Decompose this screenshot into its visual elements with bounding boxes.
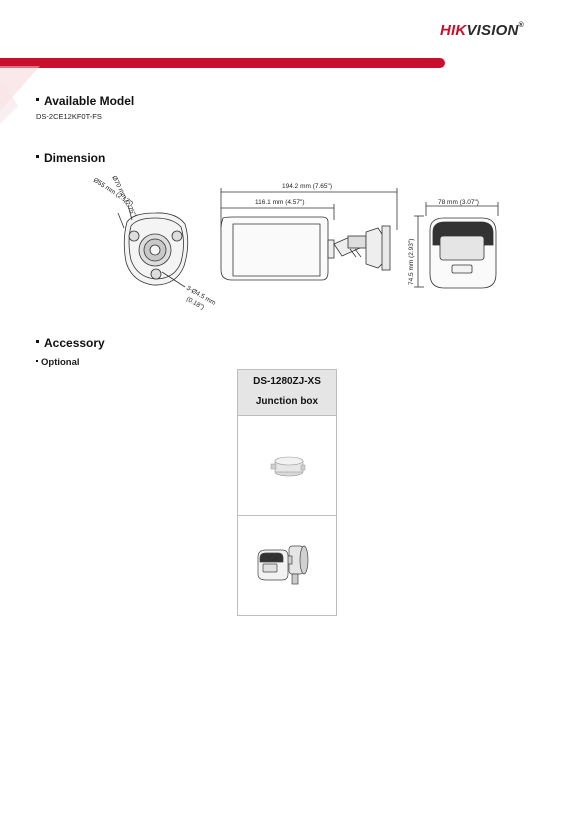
hikvision-logo: HIKVISION® <box>440 22 524 39</box>
model-code: DS-2CE12KF0T-FS <box>36 112 102 121</box>
width-label: 78 mm (3.07") <box>438 199 479 206</box>
camera-rear-view <box>414 202 499 289</box>
accessory-title: Accessory <box>36 336 105 350</box>
available-model-title: Available Model <box>36 94 134 108</box>
optional-label: Optional <box>36 357 80 368</box>
accessory-name: Junction box <box>255 396 319 407</box>
camera-front-view <box>117 204 189 288</box>
camera-on-junction-box-icon <box>257 545 309 585</box>
height-label: 74.5 mm (2.93") <box>408 239 415 285</box>
accessory-header: DS-1280ZJ-XS Junction box <box>238 370 336 416</box>
accessory-image-cell <box>238 416 336 516</box>
junction-box-icon <box>270 456 306 477</box>
dimension-drawing: Ø70 mm (2.75") Ø55 mm (2.17") 3-Ø4.5 mm … <box>92 175 499 311</box>
header-red-band <box>0 58 445 68</box>
header-decoration <box>0 66 40 124</box>
body-length-label: 116.1 mm (4.57") <box>255 199 305 206</box>
accessory-model: DS-1280ZJ-XS <box>253 376 321 387</box>
dimension-title: Dimension <box>36 151 105 165</box>
accessory-mounted-cell <box>238 516 336 615</box>
accessory-table: DS-1280ZJ-XS Junction box <box>237 369 337 616</box>
total-length-label: 194.2 mm (7.65") <box>282 183 332 190</box>
camera-side-view <box>220 188 398 281</box>
